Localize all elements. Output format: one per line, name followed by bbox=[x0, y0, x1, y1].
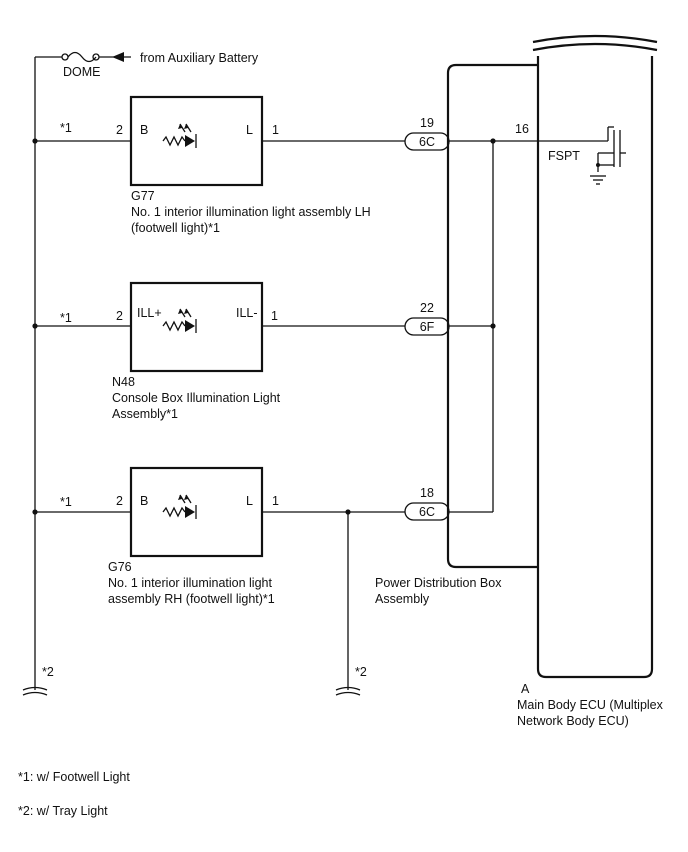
ecu-name-2: Network Body ECU) bbox=[517, 714, 629, 728]
fuse-label: DOME bbox=[63, 65, 101, 79]
component-name-2: Assembly*1 bbox=[112, 407, 178, 421]
ecu-code: A bbox=[521, 682, 530, 696]
transistor-icon bbox=[590, 126, 626, 185]
connector-code: 6C bbox=[419, 505, 435, 519]
terminal-left: B bbox=[140, 494, 148, 508]
component-name-2: assembly RH (footwell light)*1 bbox=[108, 592, 275, 606]
terminal-right: L bbox=[246, 494, 253, 508]
light-g76: *1 2 B L 1 6C 18 G76 No. 1 interior illu… bbox=[32, 466, 493, 606]
main-body-ecu bbox=[532, 34, 658, 679]
connector-code: 6C bbox=[419, 135, 435, 149]
pin-left: 2 bbox=[116, 123, 123, 137]
connector-code: 6F bbox=[420, 320, 435, 334]
terminal-right: L bbox=[246, 123, 253, 137]
light-g77: *1 2 B L 1 6C 19 G77 No. 1 interior illu… bbox=[32, 95, 608, 235]
pin-right: 1 bbox=[271, 309, 278, 323]
led-icon bbox=[162, 308, 197, 333]
component-code: N48 bbox=[112, 375, 135, 389]
pdb-name-1: Power Distribution Box bbox=[375, 576, 502, 590]
ecu-pin: 16 bbox=[515, 122, 529, 136]
component-code: G77 bbox=[131, 189, 155, 203]
option-note: *1 bbox=[60, 311, 72, 325]
terminal-left: B bbox=[140, 123, 148, 137]
component-name-1: No. 1 interior illumination light bbox=[108, 576, 272, 590]
pin-left: 2 bbox=[116, 309, 123, 323]
footnote-1: *1: w/ Footwell Light bbox=[18, 770, 130, 784]
led-icon bbox=[162, 123, 197, 148]
pin-right: 1 bbox=[272, 494, 279, 508]
branch-note-left: *2 bbox=[42, 665, 54, 679]
power-distribution-box bbox=[446, 63, 538, 569]
terminal-right: ILL- bbox=[236, 306, 258, 320]
junction-pin: 18 bbox=[420, 486, 434, 500]
component-name-1: Console Box Illumination Light bbox=[112, 391, 281, 405]
dome-fuse bbox=[61, 51, 100, 63]
pin-right: 1 bbox=[272, 123, 279, 137]
pin-left: 2 bbox=[116, 494, 123, 508]
junction-pin: 19 bbox=[420, 116, 434, 130]
component-code: G76 bbox=[108, 560, 132, 574]
pdb-name-2: Assembly bbox=[375, 592, 430, 606]
tray-light-branch bbox=[335, 512, 361, 696]
ecu-terminal: FSPT bbox=[548, 149, 580, 163]
pdb-internal-bus bbox=[490, 138, 496, 512]
component-name-2: (footwell light)*1 bbox=[131, 221, 220, 235]
branch-note-right: *2 bbox=[355, 665, 367, 679]
option-note: *1 bbox=[60, 495, 72, 509]
terminal-left: ILL+ bbox=[137, 306, 162, 320]
led-icon bbox=[162, 494, 197, 519]
light-n48: *1 2 ILL+ ILL- 1 6F 22 N48 Console Box I… bbox=[32, 281, 496, 421]
ecu-name-1: Main Body ECU (Multiplex bbox=[517, 698, 664, 712]
battery-arrow bbox=[112, 52, 124, 62]
component-name-1: No. 1 interior illumination light assemb… bbox=[131, 205, 371, 219]
footnote-2: *2: w/ Tray Light bbox=[18, 804, 108, 818]
source-label: from Auxiliary Battery bbox=[140, 51, 259, 65]
junction-pin: 22 bbox=[420, 301, 434, 315]
option-note: *1 bbox=[60, 121, 72, 135]
